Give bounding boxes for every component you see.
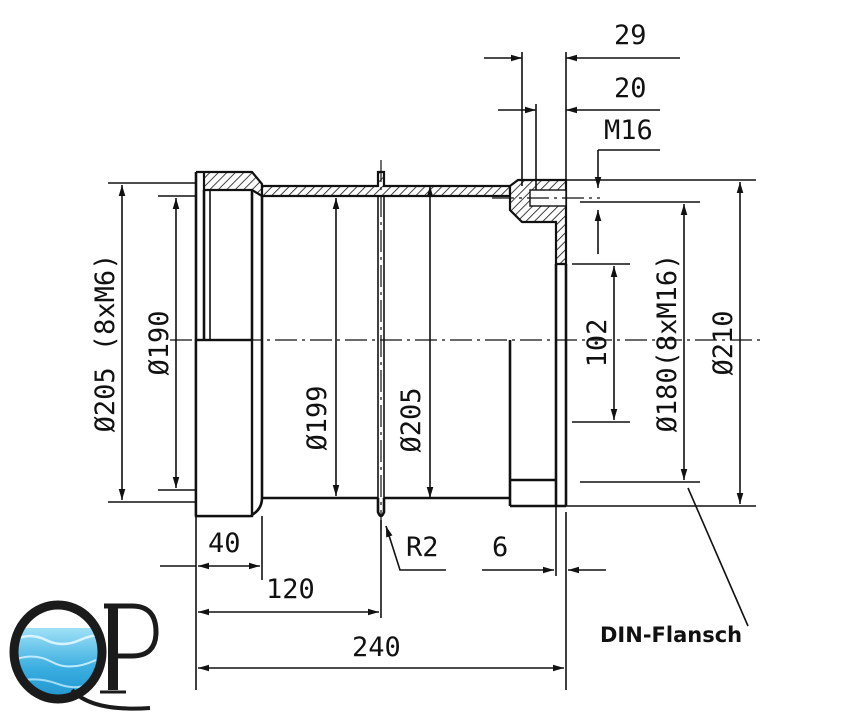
dim-210: Ø210 bbox=[708, 310, 739, 375]
dim-40: 40 bbox=[208, 528, 241, 559]
dim-199: Ø199 bbox=[302, 385, 333, 450]
dim-190: Ø190 bbox=[144, 310, 175, 375]
dim-180-8xm16: Ø180(8xM16) bbox=[652, 254, 683, 433]
dim-205: Ø205 bbox=[396, 387, 427, 452]
dim-20: 20 bbox=[614, 73, 647, 104]
din-flansch-label: DIN-Flansch bbox=[600, 623, 742, 647]
dimension-lines bbox=[108, 52, 756, 690]
pipe-part bbox=[194, 170, 568, 518]
dim-r2: R2 bbox=[406, 532, 439, 563]
dim-6: 6 bbox=[492, 532, 508, 563]
dim-m16: M16 bbox=[604, 115, 653, 146]
left-socket-wall-section bbox=[196, 170, 264, 198]
qp-logo bbox=[9, 600, 159, 711]
dim-102: 102 bbox=[582, 319, 613, 368]
center-lines bbox=[170, 160, 760, 530]
dim-120: 120 bbox=[266, 574, 315, 605]
dim-205-8xm6: Ø205 (8xM6) bbox=[90, 254, 121, 433]
dim-240: 240 bbox=[352, 632, 401, 663]
dimension-texts: 29 20 M16 102 Ø180(8xM16) Ø210 Ø205 (8xM… bbox=[90, 20, 742, 663]
pipe-wall-section bbox=[260, 170, 512, 198]
dim-29: 29 bbox=[614, 20, 647, 51]
